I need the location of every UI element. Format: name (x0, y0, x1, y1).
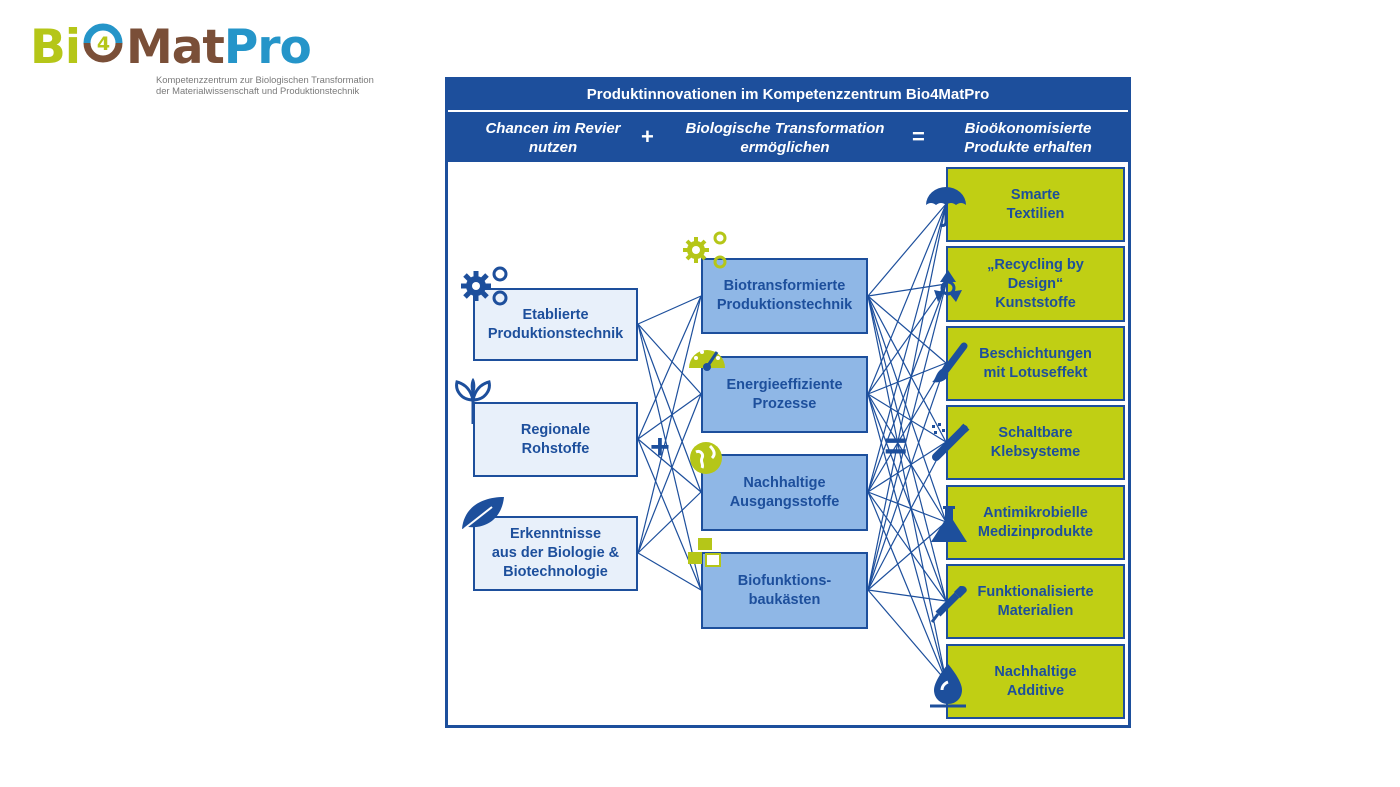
middle-plus-sign: + (650, 428, 670, 466)
link-middle-3-right-6 (867, 589, 947, 682)
link-middle-3-right-2 (867, 362, 947, 591)
link-middle-2-right-2 (867, 362, 947, 493)
link-middle-1-right-2 (867, 362, 947, 395)
link-left-0-middle-0 (637, 295, 702, 325)
right-box-antimikrobielle-medizinprodukte: Antimikrobielle Medizinprodukte (946, 485, 1125, 560)
right-box-smarte-textilien: Smarte Textilien (946, 167, 1125, 242)
link-left-1-middle-2 (637, 438, 702, 493)
left-box-erkenntnisse-biologie: Erkenntnisse aus der Biologie & Biotechn… (473, 516, 638, 591)
link-left-1-middle-0 (637, 295, 702, 440)
recycle-icon (934, 270, 962, 302)
logo-four: 4 (97, 33, 110, 55)
gears-icon (461, 266, 508, 306)
header-plus: + (641, 124, 654, 149)
left-box-etablierte-produktionstechnik: Etablierte Produktionstechnik (473, 288, 638, 361)
link-middle-2-right-3 (867, 441, 947, 493)
link-middle-1-right-0 (867, 203, 947, 395)
logo-pro: Pro (223, 20, 312, 75)
logo-subtitle-line-2: der Materialwissenschaft und Produktions… (156, 84, 360, 96)
link-middle-3-right-0 (867, 203, 947, 591)
header-col-2: Biologische Transformation ermöglichen (685, 120, 885, 156)
link-middle-0-right-1 (867, 283, 947, 297)
gears-icon (683, 231, 727, 269)
bio4matpro-logo: Bi 4 MatPro Kompetenzzentrum zur Biologi… (30, 18, 390, 98)
link-middle-1-right-5 (867, 393, 947, 602)
middle-equals-sign: = (884, 424, 908, 468)
logo-ring-icon: 4 (83, 23, 123, 63)
globe-icon (690, 442, 722, 474)
plant-icon (455, 378, 491, 424)
link-middle-2-right-4 (867, 491, 947, 523)
link-middle-0-right-3 (867, 295, 947, 443)
drop-icon (930, 664, 966, 708)
link-middle-3-right-5 (867, 589, 947, 602)
link-left-2-middle-3 (637, 552, 702, 591)
left-box-regionale-rohstoffe: Regionale Rohstoffe (473, 402, 638, 477)
link-left-1-middle-3 (637, 438, 702, 591)
connection-lines (637, 203, 947, 682)
middle-box-energieeffiziente-prozesse: Energieeffiziente Prozesse (701, 356, 868, 433)
link-left-1-middle-1 (637, 393, 702, 440)
link-left-0-middle-2 (637, 323, 702, 493)
link-middle-1-right-1 (867, 283, 947, 395)
right-box-funktionalisierte-materialien: Funktionalisierte Materialien (946, 564, 1125, 639)
middle-box-biotransformierte-produktionstechnik: Biotransformierte Produktionstechnik (701, 258, 868, 334)
link-middle-2-right-0 (867, 203, 947, 493)
link-middle-0-right-5 (867, 295, 947, 602)
link-middle-2-right-1 (867, 283, 947, 493)
header-divider (448, 110, 1128, 112)
link-left-2-middle-0 (637, 295, 702, 554)
gauge-icon (689, 350, 725, 371)
logo-bi: Bi (30, 20, 81, 75)
link-middle-2-right-5 (867, 491, 947, 602)
header-col-3: Bioökonomisierte Produkte erhalten (964, 120, 1092, 156)
umbrella-icon (926, 187, 966, 227)
link-middle-1-right-4 (867, 393, 947, 523)
diagram-panel: Produktinnovationen im Kompetenzzentrum … (445, 77, 1131, 728)
right-box-beschichtungen-lotuseffekt: Beschichtungen mit Lotuseffekt (946, 326, 1125, 401)
link-middle-0-right-4 (867, 295, 947, 523)
link-middle-1-right-3 (867, 393, 947, 443)
flask-icon (931, 506, 967, 542)
link-middle-0-right-2 (867, 295, 947, 364)
logo-wordmark: Bi 4 MatPro (30, 18, 312, 78)
link-left-2-middle-1 (637, 393, 702, 554)
link-left-2-middle-2 (637, 491, 702, 554)
logo-subtitle-line-1: Kompetenzzentrum zur Biologischen Transf… (156, 74, 374, 85)
logo-subtitle: Kompetenzzentrum zur Biologischen Transf… (156, 74, 374, 96)
link-left-0-middle-3 (637, 323, 702, 591)
link-middle-3-right-4 (867, 521, 947, 591)
link-middle-3-right-3 (867, 441, 947, 591)
link-left-0-middle-1 (637, 323, 702, 395)
right-box-schaltbare-klebsysteme: Schaltbare Klebsysteme (946, 405, 1125, 480)
middle-box-biofunktionsbaukaesten: Biofunktions- baukästen (701, 552, 868, 629)
blocks-icon (688, 538, 721, 567)
header-equals: = (912, 124, 925, 149)
middle-box-nachhaltige-ausgangsstoffe: Nachhaltige Ausgangsstoffe (701, 454, 868, 531)
leaf-icon (462, 497, 504, 530)
diagram-title: Produktinnovationen im Kompetenzzentrum … (448, 80, 1128, 110)
header-col-1: Chancen im Revier nutzen (485, 120, 621, 156)
right-box-nachhaltige-additive: Nachhaltige Additive (946, 644, 1125, 719)
right-box-recycling-by-design: „Recycling by Design“ Kunststoffe (946, 246, 1125, 322)
logo-mat: Mat (125, 20, 225, 75)
link-middle-3-right-1 (867, 283, 947, 591)
link-middle-0-right-0 (867, 203, 947, 297)
glue-icon (932, 423, 970, 461)
link-middle-0-right-6 (867, 295, 947, 682)
pipette-icon (930, 586, 967, 623)
brush-icon (932, 342, 968, 383)
column-header-bar: Chancen im Revier nutzen + Biologische T… (448, 112, 1128, 162)
